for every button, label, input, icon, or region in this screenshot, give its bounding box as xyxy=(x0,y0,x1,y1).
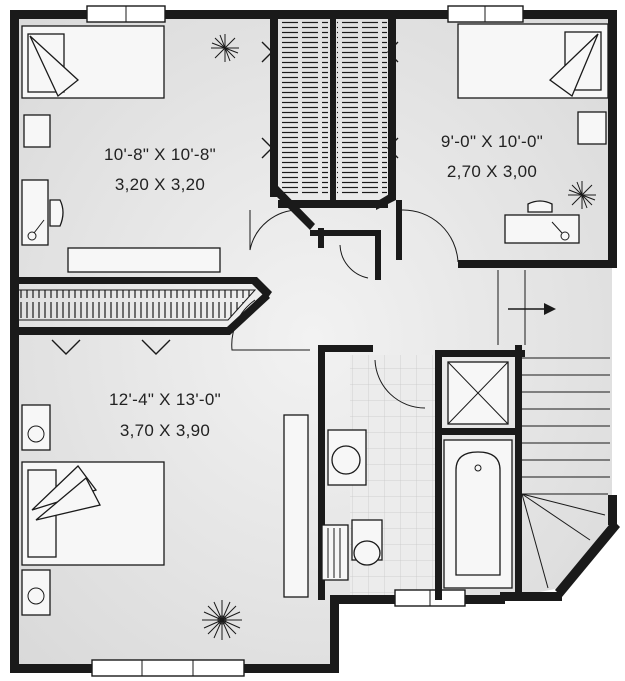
bedroom-top-left: 10'-8" X 10'-8" 3,20 X 3,20 xyxy=(21,25,239,273)
bedroom-top-right: 9'-0" X 10'-0" 2,70 X 3,00 xyxy=(441,23,609,244)
bathtub-icon xyxy=(443,439,513,589)
doors xyxy=(231,209,459,409)
desk-icon xyxy=(504,200,580,244)
room-dims-metric: 2,70 X 3,00 xyxy=(447,162,537,181)
bathroom xyxy=(321,361,513,589)
bed-icon xyxy=(457,23,609,99)
desk-icon xyxy=(21,179,64,246)
stairs xyxy=(497,270,610,589)
nightstand xyxy=(577,111,607,145)
room-dims-imperial: 9'-0" X 10'-0" xyxy=(441,132,543,151)
ceiling-light-icon xyxy=(202,600,242,640)
stair-steps xyxy=(521,357,610,589)
room-dims-imperial: 12'-4" X 13'-0" xyxy=(109,390,221,409)
room-dims-metric: 3,70 X 3,90 xyxy=(120,421,210,440)
windows xyxy=(86,5,524,677)
nightstand xyxy=(21,404,51,451)
dresser xyxy=(283,414,309,598)
bedroom-master: 12'-4" X 13'-0" 3,70 X 3,90 xyxy=(21,390,309,640)
radiator xyxy=(321,524,349,581)
closets xyxy=(15,16,399,355)
ceiling-light-icon xyxy=(568,181,596,209)
ceiling-light-icon xyxy=(211,34,239,62)
dresser xyxy=(67,247,221,273)
nightstand xyxy=(23,114,51,148)
nightstand xyxy=(21,569,51,616)
stair-arrow-icon xyxy=(508,303,556,315)
interior-walls xyxy=(12,12,613,600)
toilet-icon xyxy=(351,519,383,566)
room-dims-imperial: 10'-8" X 10'-8" xyxy=(104,145,216,164)
room-dims-metric: 3,20 X 3,20 xyxy=(115,175,205,194)
sink-icon xyxy=(327,429,367,486)
shower-icon xyxy=(447,361,509,425)
bed-icon xyxy=(21,461,165,566)
bed-icon xyxy=(21,25,165,99)
